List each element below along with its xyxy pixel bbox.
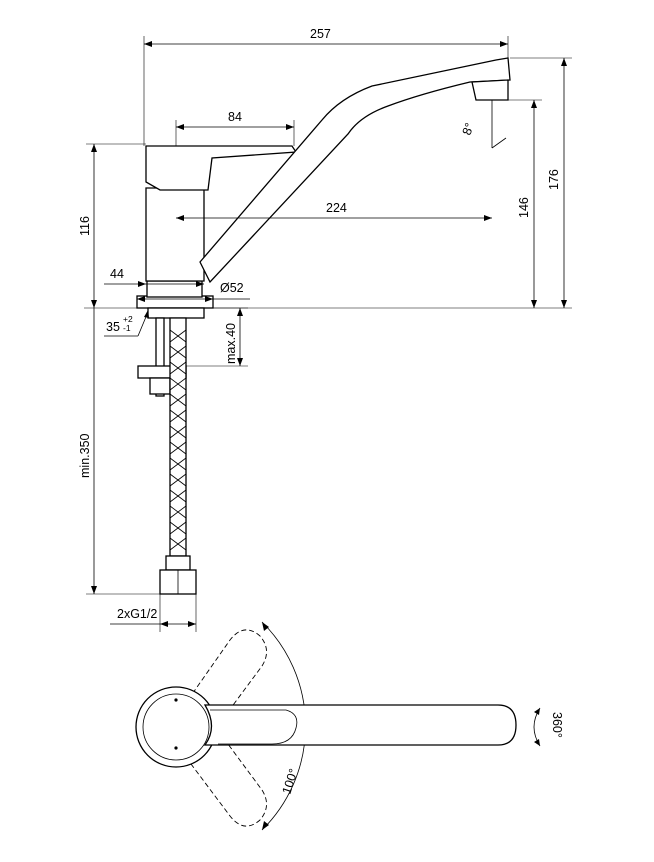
label-spout-height: 146 <box>517 197 531 218</box>
faucet-side-view <box>136 57 511 309</box>
label-base-diameter: Ø52 <box>220 281 244 295</box>
label-lever-length: 84 <box>228 110 242 124</box>
label-hole-tolerance-upper: +2 <box>123 314 133 324</box>
label-hole-tolerance-lower: -1 <box>123 323 131 333</box>
dimension-labels: 257 84 224 116 146 176 44 Ø52 35 +2 -1 m… <box>78 27 561 621</box>
label-total-height: 176 <box>547 169 561 190</box>
label-body-width: 44 <box>110 267 124 281</box>
label-body-height: 116 <box>78 216 92 236</box>
label-lever-rotation: 100° <box>280 767 301 796</box>
label-connection: 2xG1/2 <box>117 607 157 621</box>
label-spout-reach: 224 <box>326 201 347 215</box>
label-hose-length: min.350 <box>78 433 92 478</box>
label-spout-angle: 8° <box>460 121 477 137</box>
dimension-lines <box>86 36 572 632</box>
under-counter-assembly <box>137 307 205 595</box>
faucet-top-view <box>135 621 541 831</box>
label-overall-length: 257 <box>310 27 331 41</box>
label-hole-diameter: 35 <box>106 320 120 334</box>
label-spout-rotation: 360° <box>550 712 564 738</box>
label-max-thickness: max.40 <box>224 323 238 364</box>
